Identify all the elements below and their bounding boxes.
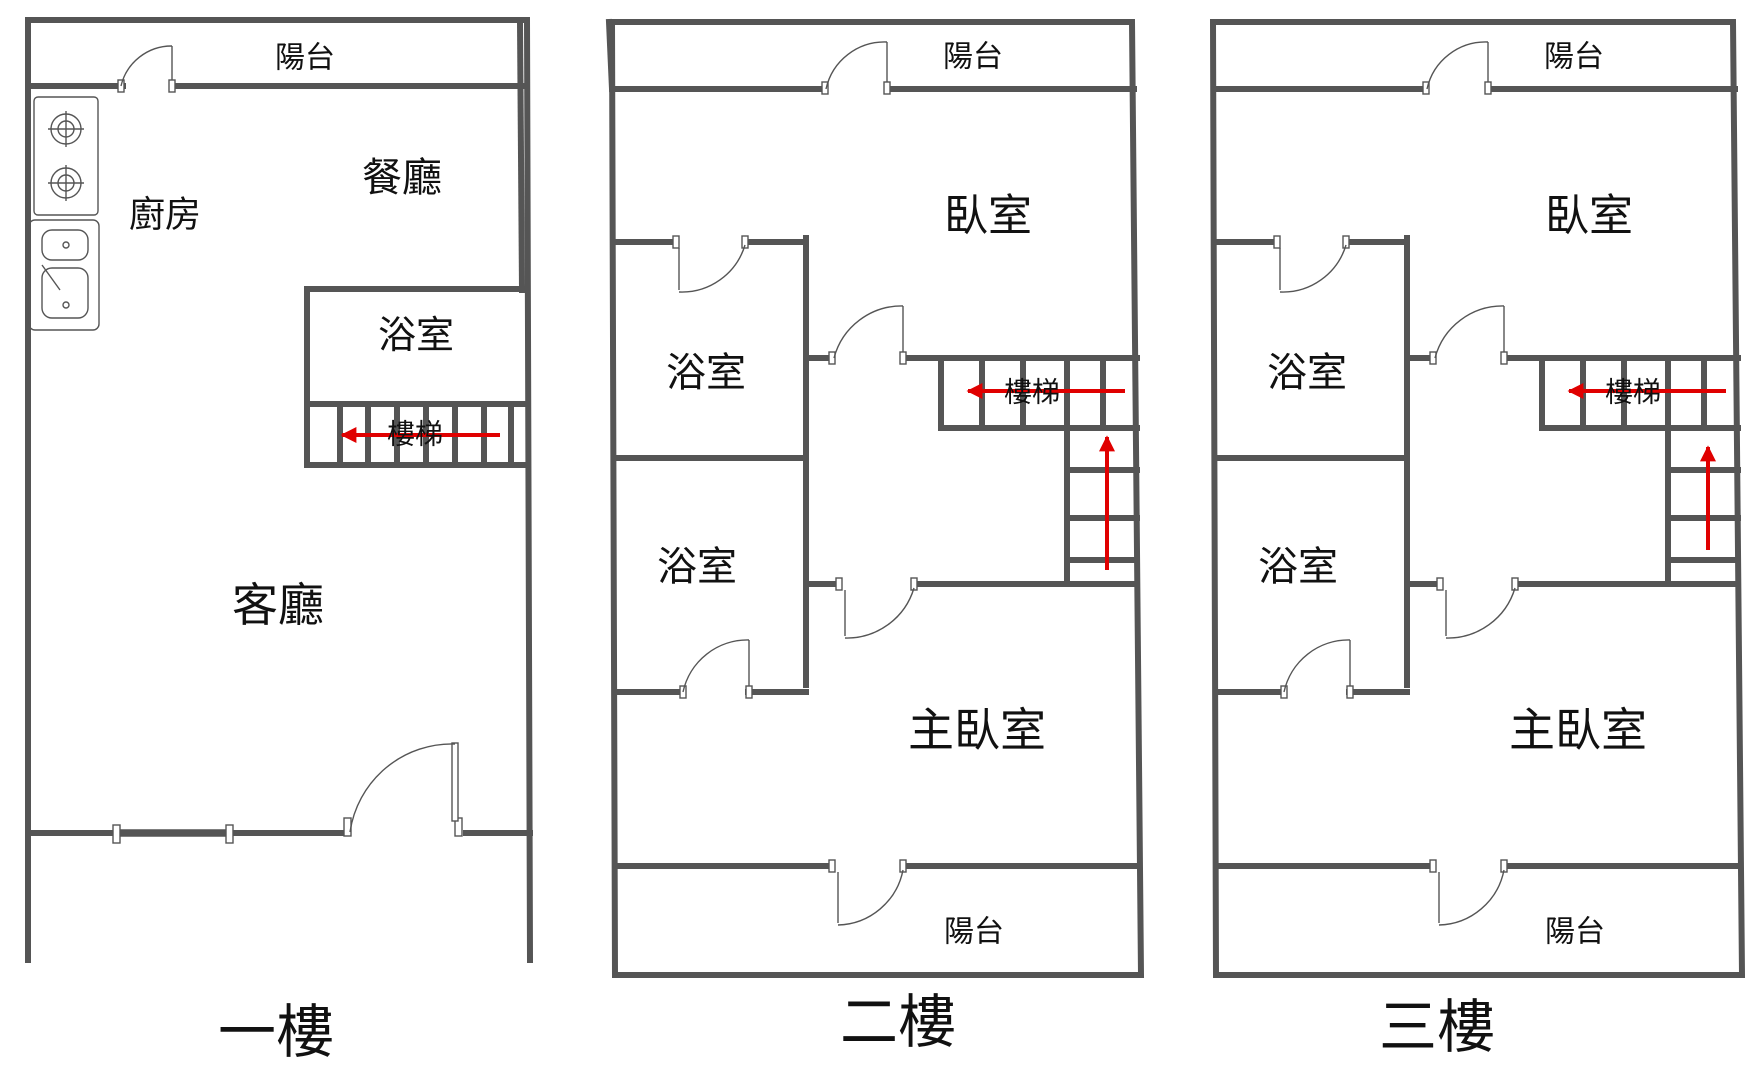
- door-swing-icon: [821, 41, 891, 95]
- floor-title-1: 一樓: [218, 998, 334, 1066]
- room-label-stairs: 樓梯: [1605, 376, 1661, 409]
- room-label-living: 客廳: [232, 578, 324, 632]
- door-swing-icon: [1429, 305, 1508, 365]
- door-swing-icon: [117, 45, 176, 93]
- room-label-kitchen: 廚房: [129, 195, 201, 236]
- floor-1-outer-wall: [25, 17, 534, 964]
- door-swing-icon: [1429, 859, 1508, 926]
- floor-3-plan: 陽台 臥室 浴室 浴室 樓梯 主臥室 陽台: [1209, 19, 1746, 979]
- room-label-bathroom-2: 浴室: [1258, 544, 1338, 590]
- floor-2-outer-wall: [608, 19, 1145, 979]
- floor-title-3: 三樓: [1379, 993, 1495, 1061]
- room-label-master-bedroom: 主臥室: [908, 703, 1046, 757]
- door-swing-icon: [1422, 41, 1492, 95]
- floor-2-plan: 陽台 臥室 浴室 浴室 樓梯 主臥室 陽台: [605, 18, 1145, 979]
- room-label-bedroom: 臥室: [1545, 191, 1633, 242]
- stove-burner-icon: [33, 96, 99, 216]
- room-label-bathroom-1: 浴室: [666, 350, 746, 396]
- door-swing-icon: [835, 577, 918, 639]
- room-label-bathroom-1: 浴室: [1267, 350, 1347, 396]
- room-label-balcony-top: 陽台: [943, 40, 1003, 75]
- door-swing-icon: [1280, 639, 1354, 699]
- floor-3-outer-wall: [1209, 19, 1746, 979]
- door-swing-icon: [343, 742, 463, 837]
- room-label-dining: 餐廳: [362, 155, 442, 201]
- room-label-stairs: 樓梯: [387, 418, 443, 451]
- door-swing-icon: [1273, 235, 1350, 293]
- floor-1-bathroom-wall: [304, 286, 530, 468]
- floor-title-2: 二樓: [840, 988, 956, 1056]
- door-swing-icon: [828, 305, 907, 365]
- room-label-bathroom: 浴室: [378, 313, 454, 357]
- window-icon: [112, 824, 234, 844]
- door-swing-icon: [672, 235, 749, 293]
- room-label-balcony: 陽台: [275, 41, 335, 76]
- sink-icon: [28, 219, 100, 331]
- floor-2-stair-wall: [938, 355, 1070, 586]
- room-label-balcony-bottom: 陽台: [1545, 915, 1605, 950]
- room-label-master-bedroom: 主臥室: [1509, 703, 1647, 757]
- room-label-balcony-top: 陽台: [1544, 40, 1604, 75]
- room-label-bathroom-2: 浴室: [657, 544, 737, 590]
- floor-1-plan: 陽台 餐廳 廚房 浴室 樓梯 客廳: [25, 17, 534, 964]
- room-label-balcony-bottom: 陽台: [944, 915, 1004, 950]
- floor-1-balcony-inner: [516, 18, 526, 294]
- floor-3-stair-wall: [1539, 355, 1671, 586]
- floor-2-balcony-inner-l: [605, 18, 616, 93]
- room-label-bedroom: 臥室: [944, 191, 1032, 242]
- door-swing-icon: [1436, 577, 1519, 639]
- door-swing-icon: [679, 639, 753, 699]
- room-label-stairs: 樓梯: [1004, 376, 1060, 409]
- door-swing-icon: [828, 859, 907, 926]
